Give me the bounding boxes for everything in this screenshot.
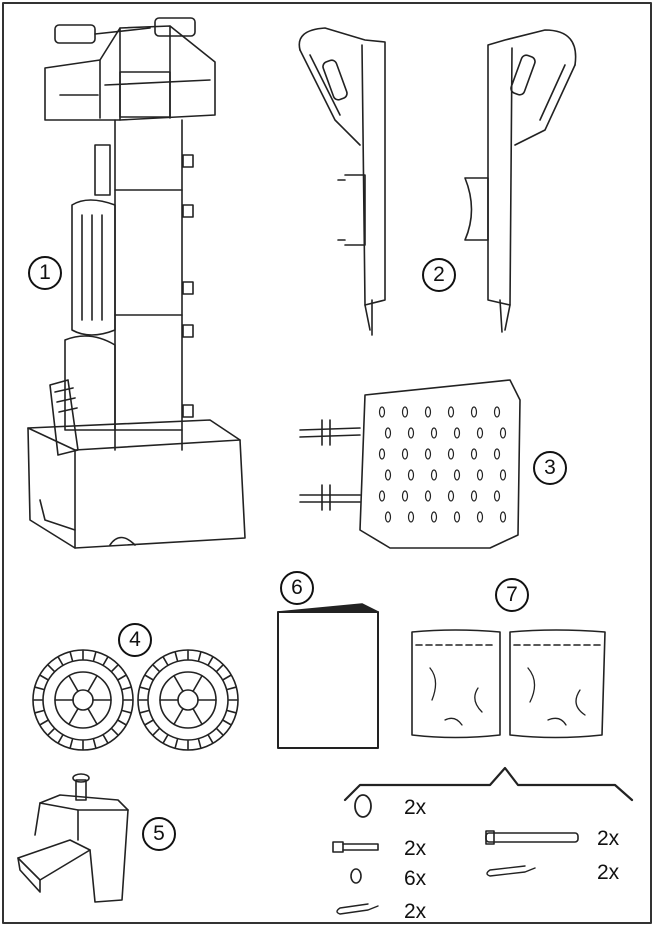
callout-7: 7	[495, 578, 529, 612]
washer-quantity: 2x	[404, 796, 427, 819]
lynch-clip-quantity: 2x	[404, 900, 427, 923]
log-tray-drawing	[299, 379, 521, 549]
log-splitter-body-drawing	[27, 17, 246, 549]
hardware-bracket	[343, 766, 634, 802]
lynch-clip-icon	[336, 903, 379, 915]
bolt-icon	[332, 841, 379, 853]
wheels-drawing	[32, 649, 239, 751]
bolt-quantity: 2x	[404, 837, 427, 860]
nut-icon	[350, 868, 362, 884]
callout-6: 6	[280, 571, 314, 605]
callout-2: 2	[422, 258, 456, 292]
handle-assemblies-drawing	[298, 27, 577, 336]
callout-1: 1	[28, 256, 62, 290]
cotter-pin-icon	[486, 865, 536, 877]
callout-5: 5	[142, 817, 176, 851]
manual-booklet-drawing	[277, 603, 379, 749]
washer-icon	[354, 794, 372, 818]
hardware-bags-drawing	[411, 629, 606, 739]
callout-4: 4	[118, 623, 152, 657]
pin-icon	[485, 830, 579, 845]
callout-3: 3	[533, 451, 567, 485]
wedge-bracket-drawing	[17, 773, 129, 903]
nut-quantity: 6x	[404, 867, 427, 890]
cotter-pin-quantity: 2x	[597, 861, 620, 884]
pin-quantity: 2x	[597, 827, 620, 850]
